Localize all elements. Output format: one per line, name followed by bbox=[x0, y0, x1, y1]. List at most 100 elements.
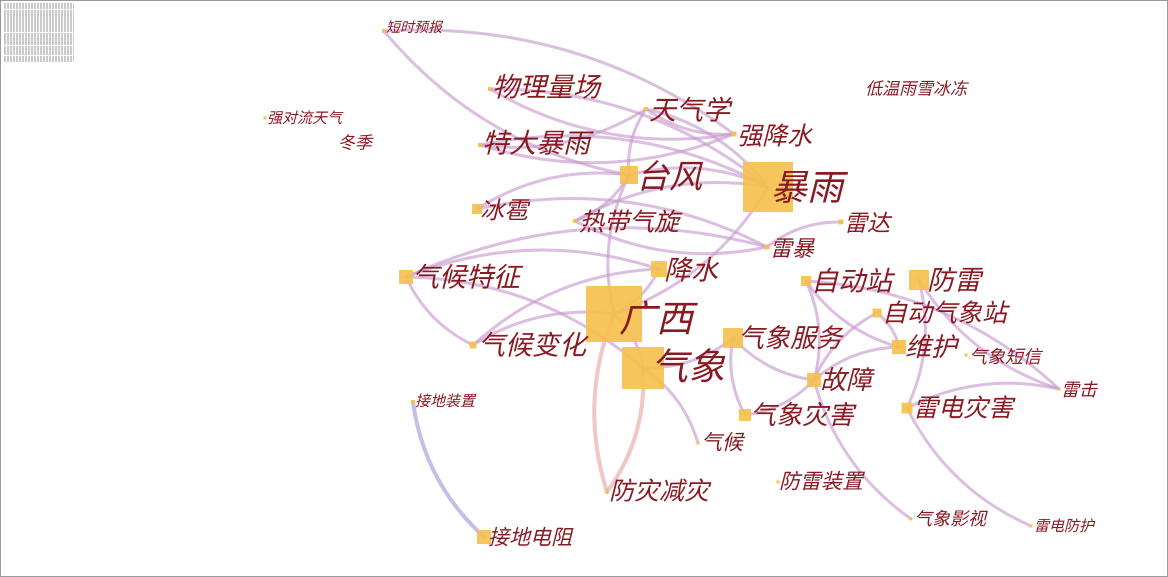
node-label-n32[interactable]: 防雷装置 bbox=[779, 470, 866, 494]
node-label-n19[interactable]: 广西 bbox=[619, 298, 698, 341]
node-label-n30[interactable]: 雷电灾害 bbox=[913, 394, 1016, 423]
node-label-n7[interactable]: 冬季 bbox=[338, 134, 374, 154]
edge-n30-n36 bbox=[905, 406, 1033, 528]
node-label-n31[interactable]: 气候 bbox=[701, 431, 746, 455]
node-marker-n33[interactable] bbox=[605, 490, 609, 494]
node-label-n6[interactable]: 强降水 bbox=[737, 122, 813, 151]
edge-n18-n30 bbox=[905, 278, 927, 410]
node-label-n13[interactable]: 雷达 bbox=[844, 211, 893, 237]
edge-n14-n15 bbox=[404, 226, 769, 279]
node-marker-n19[interactable] bbox=[586, 286, 642, 342]
node-marker-n26[interactable] bbox=[807, 373, 821, 387]
node-label-n10[interactable]: 暴雨 bbox=[771, 168, 849, 209]
node-label-n22[interactable]: 气象服务 bbox=[738, 324, 844, 354]
nodes-layer bbox=[263, 29, 1061, 544]
node-label-n36[interactable]: 雷电防护 bbox=[1034, 517, 1096, 535]
node-label-n12[interactable]: 热带气旋 bbox=[579, 208, 683, 237]
node-marker-n22[interactable] bbox=[723, 328, 743, 348]
node-label-n34[interactable]: 接地电阻 bbox=[488, 526, 574, 550]
node-label-n11[interactable]: 冰雹 bbox=[480, 197, 531, 225]
node-marker-n13[interactable] bbox=[838, 219, 844, 225]
edge-n8-n6 bbox=[478, 132, 736, 165]
node-marker-n12[interactable] bbox=[573, 219, 577, 223]
node-marker-n6[interactable] bbox=[731, 131, 737, 137]
edge-n30-n27 bbox=[905, 381, 1061, 410]
node-marker-n5[interactable] bbox=[263, 116, 267, 120]
node-label-n4[interactable]: 低温雨雪冰冻 bbox=[865, 80, 970, 100]
node-label-n29[interactable]: 气象灾害 bbox=[750, 401, 857, 431]
edge-n18-n27 bbox=[917, 278, 1061, 391]
node-marker-n10[interactable] bbox=[743, 162, 793, 212]
node-marker-n31[interactable] bbox=[696, 441, 700, 445]
node-marker-n9[interactable] bbox=[620, 166, 638, 184]
edge-n17-n23 bbox=[804, 279, 901, 349]
node-marker-n8[interactable] bbox=[478, 143, 482, 147]
node-marker-n27[interactable] bbox=[1057, 387, 1061, 391]
node-marker-n17[interactable] bbox=[801, 276, 811, 286]
node-label-n18[interactable]: 防雷 bbox=[927, 266, 984, 297]
edge-n1-n6 bbox=[382, 28, 736, 136]
node-marker-n15[interactable] bbox=[399, 270, 413, 284]
node-marker-n30[interactable] bbox=[901, 402, 913, 414]
edges-layer bbox=[382, 28, 1061, 539]
node-label-n9[interactable]: 台风 bbox=[636, 157, 704, 196]
node-label-n24[interactable]: 气象短信 bbox=[969, 347, 1044, 368]
node-marker-n20[interactable] bbox=[872, 308, 882, 318]
edge-n12-n14 bbox=[573, 219, 769, 256]
node-label-n25[interactable]: 气象 bbox=[651, 346, 726, 389]
node-marker-n3[interactable] bbox=[644, 107, 648, 111]
node-marker-n11[interactable] bbox=[472, 204, 482, 214]
edge-n1-n9 bbox=[382, 29, 631, 177]
edge-n26-n35 bbox=[812, 378, 913, 521]
node-marker-n35[interactable] bbox=[909, 517, 913, 521]
node-label-n21[interactable]: 气候变化 bbox=[478, 331, 589, 362]
node-label-n26[interactable]: 故障 bbox=[820, 366, 875, 396]
edge-n16-n21 bbox=[471, 267, 661, 347]
edge-n8-n10 bbox=[478, 134, 770, 189]
node-label-n1[interactable]: 短时预报 bbox=[386, 20, 444, 36]
edge-n14-n13 bbox=[765, 220, 843, 249]
node-marker-n32[interactable] bbox=[776, 480, 780, 484]
node-label-n23[interactable]: 维护 bbox=[905, 333, 960, 363]
node-marker-n1[interactable] bbox=[382, 29, 386, 33]
edge-n23-n26 bbox=[812, 345, 901, 382]
edge-n9-n11 bbox=[475, 171, 631, 211]
legend-block bbox=[4, 3, 74, 62]
node-marker-n23[interactable] bbox=[892, 340, 906, 354]
node-marker-n29[interactable] bbox=[739, 409, 751, 421]
edge-n3-n6 bbox=[644, 107, 736, 136]
edge-n11-n14 bbox=[475, 196, 769, 249]
node-marker-n18[interactable] bbox=[909, 270, 929, 290]
node-label-n14[interactable]: 雷暴 bbox=[770, 237, 815, 262]
edge-n2-n6 bbox=[488, 87, 736, 141]
edge-n17-n26 bbox=[804, 279, 821, 382]
edge-n3-n8 bbox=[478, 107, 648, 149]
edge-n20-n26 bbox=[812, 311, 879, 382]
node-label-n16[interactable]: 降水 bbox=[664, 256, 719, 287]
node-label-n3[interactable]: 天气学 bbox=[649, 96, 733, 127]
node-marker-n36[interactable] bbox=[1029, 524, 1033, 528]
node-marker-n14[interactable] bbox=[764, 244, 770, 250]
node-marker-n25[interactable] bbox=[622, 347, 664, 389]
node-label-n33[interactable]: 防灾减灾 bbox=[609, 477, 712, 506]
node-label-n8[interactable]: 特大暴雨 bbox=[482, 129, 594, 160]
node-marker-n21[interactable] bbox=[469, 341, 477, 349]
node-label-n35[interactable]: 气象影视 bbox=[914, 509, 988, 530]
node-label-n27[interactable]: 雷击 bbox=[1061, 380, 1098, 401]
node-marker-n2[interactable] bbox=[488, 87, 492, 91]
edge-n28-n34 bbox=[411, 400, 486, 539]
node-label-n28[interactable]: 接地装置 bbox=[415, 392, 477, 410]
node-label-n5[interactable]: 强对流天气 bbox=[267, 109, 344, 127]
node-label-n17[interactable]: 自动站 bbox=[811, 267, 896, 298]
node-label-n15[interactable]: 气候特征 bbox=[412, 263, 524, 294]
edge-n15-n21 bbox=[404, 275, 475, 347]
node-marker-n16[interactable] bbox=[651, 261, 667, 277]
node-marker-n34[interactable] bbox=[477, 530, 491, 544]
node-marker-n24[interactable] bbox=[964, 353, 968, 357]
node-label-n20[interactable]: 自动气象站 bbox=[882, 299, 1010, 328]
node-marker-n28[interactable] bbox=[411, 400, 415, 404]
node-label-n2[interactable]: 物理量场 bbox=[492, 73, 602, 104]
